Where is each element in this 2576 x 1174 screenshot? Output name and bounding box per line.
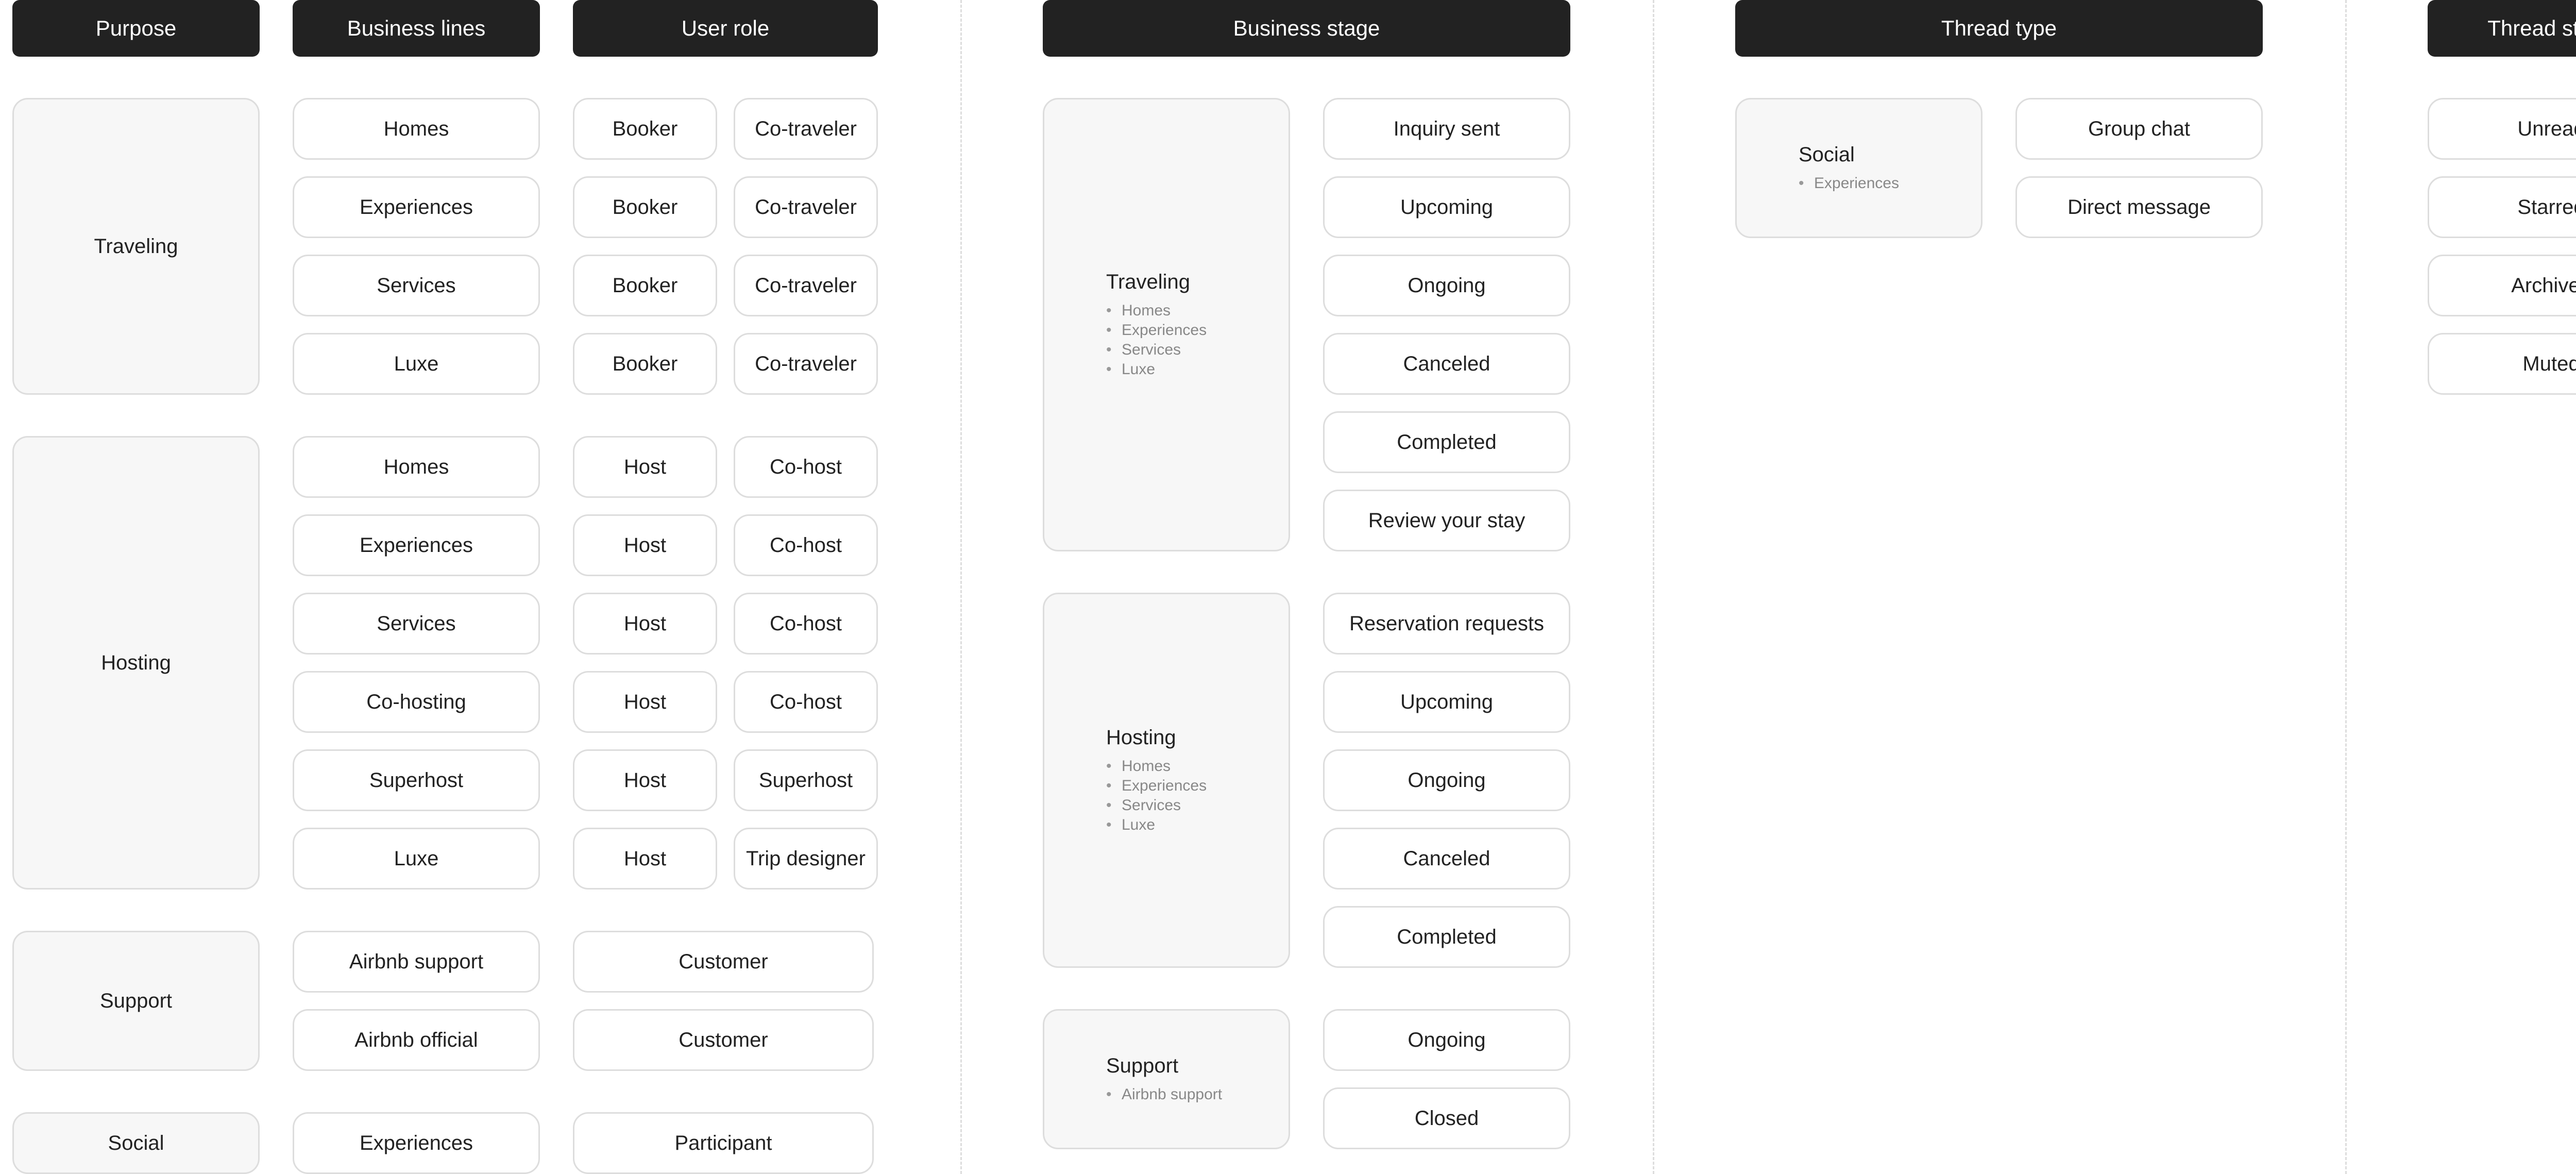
- business-line-airbnb-official: Airbnb official: [293, 1009, 540, 1071]
- stage-inquiry-sent: Inquiry sent: [1323, 98, 1570, 160]
- group-business-lines: Homes Experiences Services Luxe: [1106, 757, 1289, 835]
- stage-completed: Completed: [1323, 906, 1570, 968]
- header-business-lines: Business lines: [293, 0, 540, 57]
- list-item: Homes: [1106, 301, 1289, 321]
- column-divider: [2345, 0, 2347, 1174]
- group-title: Social: [1799, 143, 1855, 166]
- group-business-lines: Airbnb support: [1106, 1085, 1289, 1104]
- business-stage-group-hosting: Hosting Homes Experiences Services Luxe: [1043, 593, 1290, 968]
- stage-ongoing: Ongoing: [1323, 1009, 1570, 1071]
- business-line-luxe: Luxe: [293, 333, 540, 395]
- business-line-experiences: Experiences: [293, 176, 540, 238]
- list-item: Experiences: [1106, 776, 1289, 796]
- business-line-experiences: Experiences: [293, 514, 540, 576]
- business-line-superhost: Superhost: [293, 749, 540, 811]
- business-line-luxe: Luxe: [293, 828, 540, 890]
- business-stage-group-traveling: Traveling Homes Experiences Services Lux…: [1043, 98, 1290, 551]
- user-role-trip-designer: Trip designer: [734, 828, 878, 890]
- business-line-homes: Homes: [293, 98, 540, 160]
- thread-stage-muted: Muted: [2428, 333, 2576, 395]
- user-role-customer: Customer: [573, 931, 874, 993]
- list-item: Airbnb support: [1106, 1085, 1289, 1104]
- list-item: Homes: [1106, 757, 1289, 776]
- user-role-host: Host: [573, 828, 717, 890]
- business-line-homes: Homes: [293, 436, 540, 498]
- user-role-booker: Booker: [573, 98, 717, 160]
- thread-type-group-social: Social Experiences: [1735, 98, 1982, 238]
- user-role-host: Host: [573, 749, 717, 811]
- user-role-co-traveler: Co-traveler: [734, 255, 878, 316]
- group-title: Support: [1106, 1054, 1179, 1077]
- group-business-lines: Homes Experiences Services Luxe: [1106, 301, 1289, 379]
- user-role-host: Host: [573, 671, 717, 733]
- business-stage-group-support: Support Airbnb support: [1043, 1009, 1290, 1149]
- stage-completed: Completed: [1323, 411, 1570, 473]
- group-business-lines: Experiences: [1799, 174, 1981, 193]
- stage-ongoing: Ongoing: [1323, 749, 1570, 811]
- purpose-hosting: Hosting: [12, 436, 260, 890]
- group-title: Traveling: [1106, 270, 1191, 293]
- user-role-participant: Participant: [573, 1112, 874, 1174]
- user-role-co-host: Co-host: [734, 436, 878, 498]
- thread-type-group-chat: Group chat: [2015, 98, 2263, 160]
- stage-ongoing: Ongoing: [1323, 255, 1570, 316]
- user-role-host: Host: [573, 436, 717, 498]
- purpose-social: Social: [12, 1112, 260, 1174]
- business-line-co-hosting: Co-hosting: [293, 671, 540, 733]
- stage-upcoming: Upcoming: [1323, 176, 1570, 238]
- header-thread-stage: Thread stage: [2428, 0, 2576, 57]
- user-role-booker: Booker: [573, 255, 717, 316]
- stage-closed: Closed: [1323, 1087, 1570, 1149]
- header-business-stage: Business stage: [1043, 0, 1570, 57]
- user-role-co-traveler: Co-traveler: [734, 333, 878, 395]
- header-user-role: User role: [573, 0, 878, 57]
- list-item: Luxe: [1106, 815, 1289, 835]
- header-purpose: Purpose: [12, 0, 260, 57]
- list-item: Experiences: [1799, 174, 1981, 193]
- stage-review-your-stay: Review your stay: [1323, 490, 1570, 551]
- stage-canceled: Canceled: [1323, 828, 1570, 890]
- business-line-services: Services: [293, 255, 540, 316]
- user-role-host: Host: [573, 593, 717, 655]
- user-role-booker: Booker: [573, 333, 717, 395]
- user-role-co-host: Co-host: [734, 514, 878, 576]
- column-divider: [960, 0, 962, 1174]
- stage-canceled: Canceled: [1323, 333, 1570, 395]
- header-thread-type: Thread type: [1735, 0, 2263, 57]
- list-item: Services: [1106, 340, 1289, 360]
- user-role-customer: Customer: [573, 1009, 874, 1071]
- list-item: Services: [1106, 796, 1289, 815]
- purpose-traveling: Traveling: [12, 98, 260, 395]
- list-item: Luxe: [1106, 360, 1289, 379]
- thread-stage-starred: Starred: [2428, 176, 2576, 238]
- stage-reservation-requests: Reservation requests: [1323, 593, 1570, 655]
- user-role-co-host: Co-host: [734, 593, 878, 655]
- user-role-co-traveler: Co-traveler: [734, 176, 878, 238]
- user-role-co-traveler: Co-traveler: [734, 98, 878, 160]
- group-title: Hosting: [1106, 726, 1176, 749]
- user-role-co-host: Co-host: [734, 671, 878, 733]
- purpose-support: Support: [12, 931, 260, 1071]
- stage-upcoming: Upcoming: [1323, 671, 1570, 733]
- thread-type-direct-message: Direct message: [2015, 176, 2263, 238]
- column-divider: [1653, 0, 1654, 1174]
- user-role-booker: Booker: [573, 176, 717, 238]
- business-line-experiences: Experiences: [293, 1112, 540, 1174]
- user-role-superhost: Superhost: [734, 749, 878, 811]
- thread-stage-archived: Archived: [2428, 255, 2576, 316]
- thread-stage-unread: Unread: [2428, 98, 2576, 160]
- list-item: Experiences: [1106, 321, 1289, 340]
- business-line-services: Services: [293, 593, 540, 655]
- business-line-airbnb-support: Airbnb support: [293, 931, 540, 993]
- user-role-host: Host: [573, 514, 717, 576]
